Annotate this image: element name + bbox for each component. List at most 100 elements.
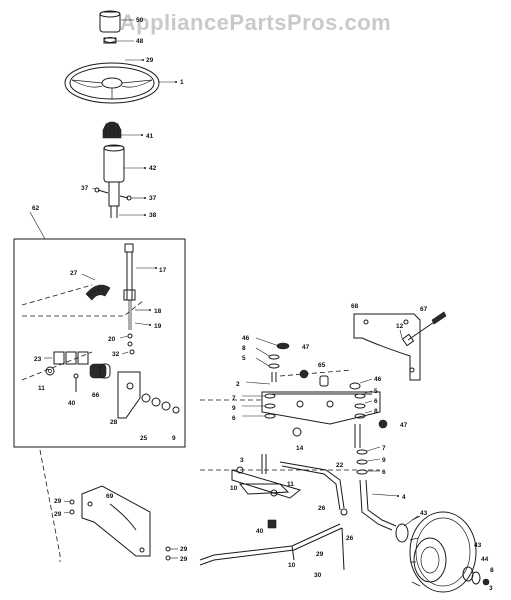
callout: 17 bbox=[159, 267, 167, 274]
bolt-40[interactable] bbox=[73, 373, 79, 392]
callout: 68 bbox=[351, 303, 359, 310]
callout: 46 bbox=[374, 376, 382, 383]
callout: 44 bbox=[481, 556, 489, 563]
section-dashes bbox=[39, 449, 380, 562]
bushing[interactable] bbox=[53, 351, 89, 365]
callout: 10 bbox=[230, 485, 238, 492]
callout: 42 bbox=[149, 165, 157, 172]
spindle-right-stack[interactable] bbox=[349, 382, 397, 531]
callout: 43 bbox=[420, 510, 428, 517]
nut-47-right[interactable] bbox=[378, 419, 388, 429]
steering-gear-top[interactable] bbox=[102, 121, 122, 139]
callout: 47 bbox=[400, 422, 408, 429]
gear-box-frame bbox=[13, 211, 186, 448]
mounting-bracket-28[interactable] bbox=[117, 371, 141, 419]
callout: 11 bbox=[38, 385, 45, 392]
axle-bracket-right[interactable] bbox=[353, 313, 421, 381]
bolt-29-set[interactable] bbox=[69, 499, 171, 561]
callout: 37 bbox=[81, 185, 89, 192]
callout: 48 bbox=[136, 38, 144, 45]
callout: 8 bbox=[490, 567, 494, 574]
callout: 9 bbox=[382, 457, 386, 464]
callout: 6 bbox=[232, 415, 236, 422]
callout: 8 bbox=[242, 345, 246, 352]
callout: 27 bbox=[70, 270, 78, 277]
callout: 65 bbox=[318, 362, 326, 369]
callout: 46 bbox=[242, 335, 250, 342]
axle-beam[interactable] bbox=[200, 369, 381, 425]
callout: 30 bbox=[314, 572, 322, 579]
washers-25[interactable] bbox=[141, 393, 180, 414]
adjust-bolt[interactable] bbox=[401, 311, 447, 347]
washer-11[interactable] bbox=[45, 366, 55, 376]
callout: 29 bbox=[54, 498, 62, 505]
callout: 20 bbox=[108, 336, 116, 343]
callout: 7 bbox=[382, 445, 386, 452]
callout: 3 bbox=[489, 585, 493, 592]
column-bolt-right[interactable] bbox=[119, 195, 132, 201]
callout: 29 bbox=[146, 57, 154, 64]
steering-shaft[interactable] bbox=[123, 243, 136, 330]
collar-66[interactable] bbox=[89, 363, 111, 379]
callout: 23 bbox=[34, 356, 42, 363]
callout: 7 bbox=[232, 395, 236, 402]
front-tire[interactable] bbox=[409, 511, 477, 593]
callout: 50 bbox=[136, 17, 144, 24]
callout: 40 bbox=[68, 400, 76, 407]
callout: 2 bbox=[236, 381, 240, 388]
pinion-pins[interactable] bbox=[127, 333, 135, 355]
drag-link[interactable] bbox=[279, 461, 348, 516]
callout: 62 bbox=[32, 205, 40, 212]
callout: 6 bbox=[374, 398, 378, 405]
sector-gear[interactable] bbox=[85, 284, 111, 301]
nut-47-left[interactable] bbox=[299, 369, 309, 379]
axle-pin-14[interactable] bbox=[292, 427, 302, 437]
callout: 26 bbox=[318, 505, 326, 512]
callout: 12 bbox=[396, 323, 404, 330]
hub-washers[interactable] bbox=[395, 523, 490, 586]
callout: 69 bbox=[106, 493, 114, 500]
callout: 47 bbox=[302, 344, 310, 351]
callout: 18 bbox=[154, 308, 162, 315]
callout: 38 bbox=[149, 212, 157, 219]
callout: 43 bbox=[474, 542, 482, 549]
callout: 22 bbox=[336, 462, 344, 469]
callout: 4 bbox=[402, 494, 406, 501]
gear-box-dashes bbox=[21, 284, 145, 381]
callout: 66 bbox=[92, 392, 100, 399]
callout: 14 bbox=[296, 445, 304, 452]
callout: 11 bbox=[287, 481, 294, 488]
callout: 26 bbox=[346, 535, 354, 542]
steering-cap-nut[interactable] bbox=[103, 37, 117, 44]
callout: 5 bbox=[242, 355, 246, 362]
callout: 41 bbox=[146, 133, 154, 140]
column-bolt-left[interactable] bbox=[94, 187, 109, 194]
callout: 29 bbox=[54, 511, 62, 518]
steering-shaft-tube[interactable] bbox=[103, 144, 125, 218]
callout: 1 bbox=[180, 79, 184, 86]
callout: 29 bbox=[180, 556, 188, 563]
callout: 40 bbox=[256, 528, 264, 535]
callout: 10 bbox=[288, 562, 296, 569]
tie-rod[interactable] bbox=[199, 523, 345, 571]
grease-fitting-65[interactable] bbox=[319, 375, 329, 387]
callout: 32 bbox=[112, 351, 120, 358]
axle-bracket-left[interactable] bbox=[81, 485, 151, 557]
callout: 25 bbox=[140, 435, 148, 442]
callout: 6 bbox=[382, 469, 386, 476]
callout: 29 bbox=[180, 546, 188, 553]
bolt-40b[interactable] bbox=[267, 519, 277, 529]
callout: 9 bbox=[172, 435, 176, 442]
callout: 9 bbox=[232, 405, 236, 412]
callout: 67 bbox=[420, 306, 428, 313]
callout: 19 bbox=[154, 323, 162, 330]
callout: 29 bbox=[316, 551, 324, 558]
callout: 28 bbox=[110, 419, 118, 426]
spindle-left-stack[interactable] bbox=[238, 342, 290, 495]
steering-wheel[interactable] bbox=[64, 62, 160, 104]
callout: 5 bbox=[374, 388, 378, 395]
callout: 8 bbox=[374, 408, 378, 415]
callout: 3 bbox=[240, 457, 244, 464]
steering-cap[interactable] bbox=[99, 10, 121, 33]
